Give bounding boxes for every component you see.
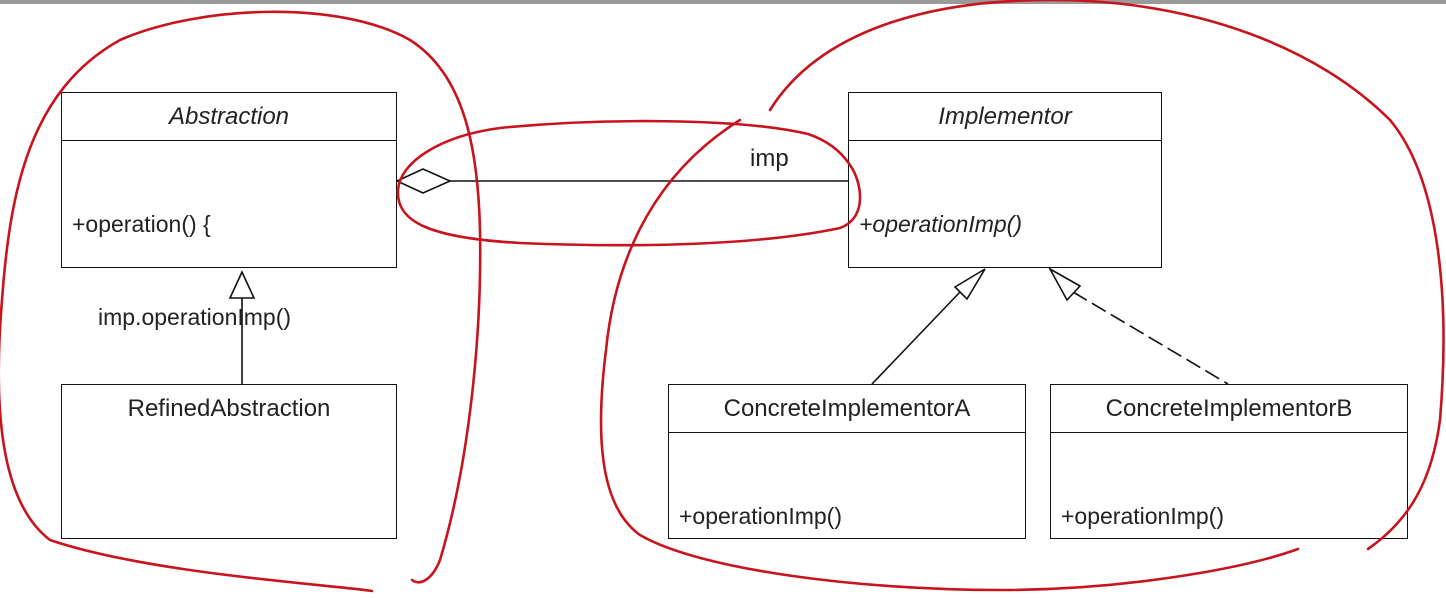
abstraction-methods: +operation() { imp.operationImp() } — [62, 141, 396, 488]
realization-line-a — [871, 291, 961, 385]
concrete-implementor-b-method: +operationImp() — [1061, 503, 1224, 529]
refined-abstraction-class-name: RefinedAbstraction — [127, 395, 331, 422]
realization-arrowhead-a — [953, 268, 986, 301]
annotation-circle-implementor — [599, 0, 1445, 592]
concrete-implementor-a-class-name: ConcreteImplementorA — [669, 385, 1025, 433]
aggregation-diamond — [395, 168, 452, 194]
realization-arrowhead-b — [1047, 266, 1082, 302]
annotation-circle-abstraction — [0, 10, 482, 593]
realization-line-b — [1072, 291, 1229, 385]
concrete-implementor-b-class-name: ConcreteImplementorB — [1051, 385, 1407, 433]
abstraction-method-line-1: +operation() { — [72, 211, 211, 237]
annotation-loop-aggregation — [396, 119, 862, 247]
inheritance-arrowhead-refined — [228, 270, 256, 299]
concrete-implementor-b-methods: +operationImp() — [1051, 433, 1407, 594]
abstraction-class-name: Abstraction — [62, 93, 396, 141]
abstraction-method-line-2: imp.operationImp() — [98, 304, 292, 330]
top-border — [0, 0, 1446, 4]
implementor-class: Implementor +operationImp() — [848, 92, 1162, 268]
concrete-implementor-a-method: +operationImp() — [679, 503, 842, 529]
association-label: imp — [750, 145, 789, 172]
implementor-class-name: Implementor — [849, 93, 1161, 141]
implementor-method: +operationImp() — [859, 211, 1022, 237]
abstraction-class: Abstraction +operation() { imp.operation… — [61, 92, 397, 423]
implementor-methods: +operationImp() — [849, 141, 1161, 302]
concrete-implementor-a-class: ConcreteImplementorA +operationImp() — [668, 384, 1026, 539]
concrete-implementor-b-class: ConcreteImplementorB +operationImp() — [1050, 384, 1408, 539]
refined-abstraction-class: RefinedAbstraction — [61, 384, 397, 539]
concrete-implementor-a-methods: +operationImp() — [669, 433, 1025, 594]
